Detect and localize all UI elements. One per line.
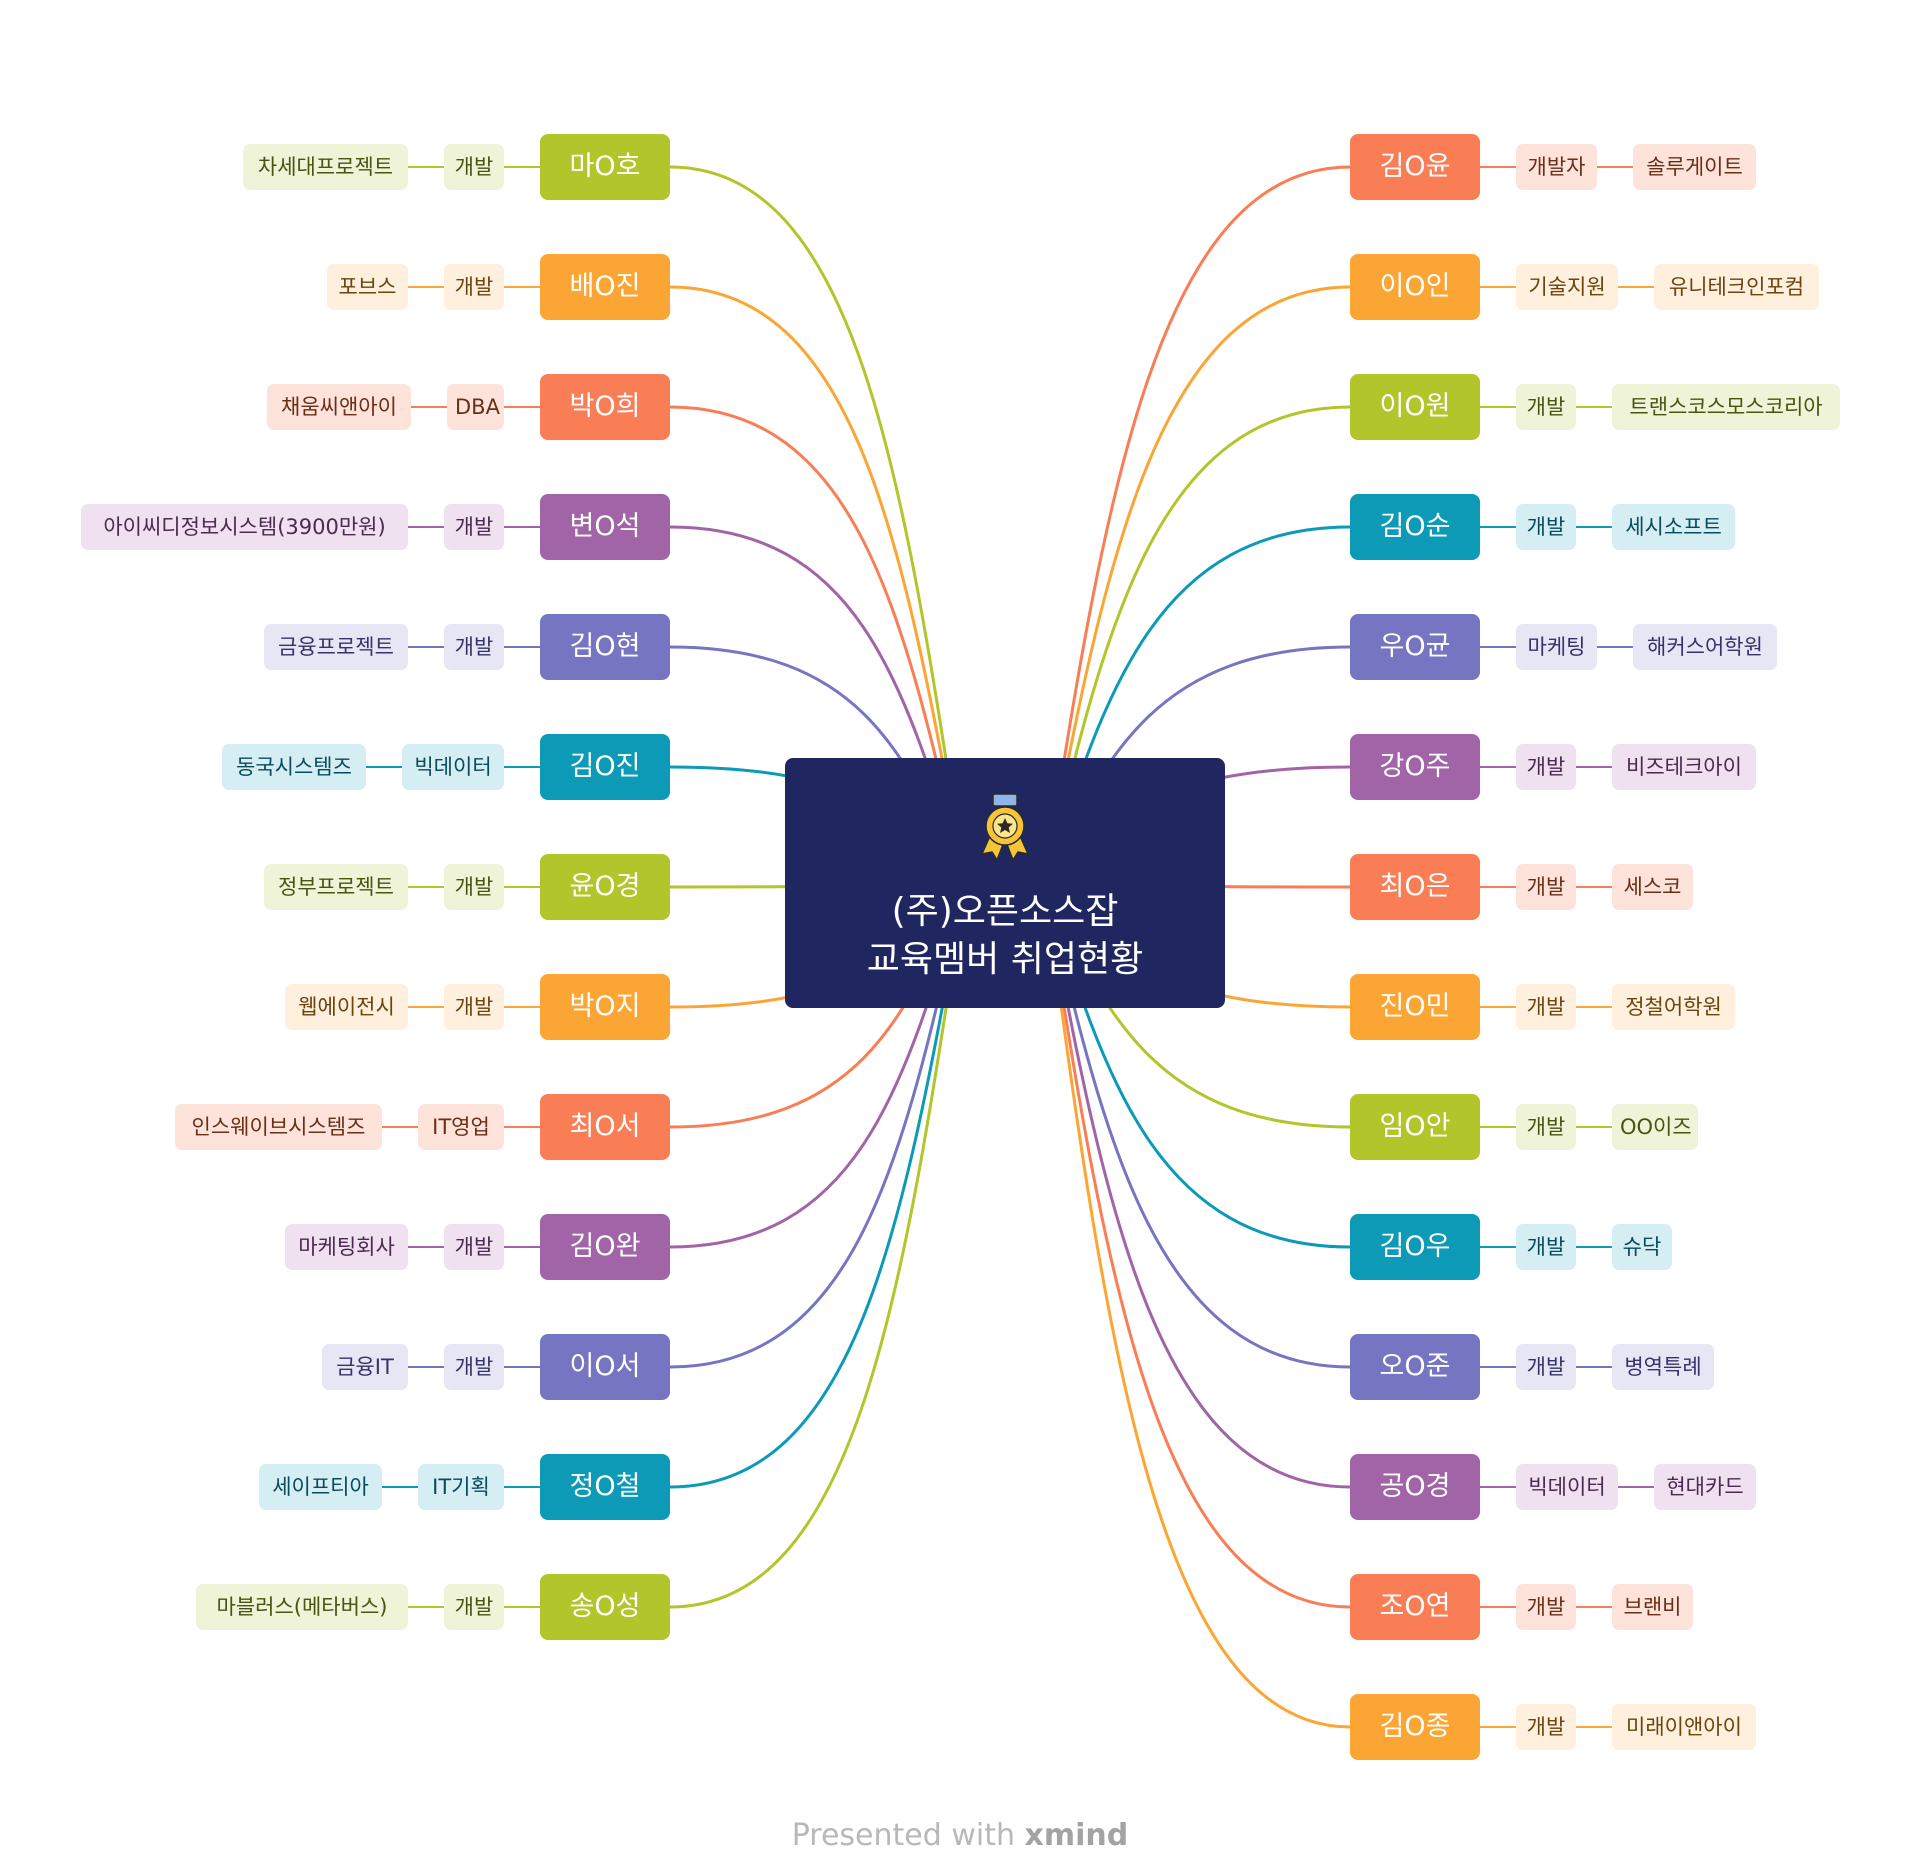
member-name-node[interactable]: 이O원 [1350, 374, 1480, 440]
footer-presented-text: Presented with [791, 1818, 1025, 1853]
member-name-node[interactable]: 진O민 [1350, 974, 1480, 1040]
company-tag[interactable]: 현대카드 [1654, 1464, 1756, 1510]
branch-line [1043, 881, 1352, 1729]
company-tag[interactable]: 정부프로젝트 [264, 864, 408, 910]
central-title-line2: 교육멤버 취업현황 [866, 939, 1144, 980]
member-name-node[interactable]: 최O서 [540, 1094, 670, 1160]
member-name-node[interactable]: 정O철 [540, 1454, 670, 1520]
company-tag[interactable]: 마케팅회사 [285, 1224, 408, 1270]
company-tag[interactable]: 동국시스템즈 [222, 744, 366, 790]
company-tag[interactable]: 금융IT [322, 1344, 408, 1390]
job-role-tag[interactable]: 개발 [444, 624, 504, 670]
job-role-tag[interactable]: 개발 [1516, 1344, 1576, 1390]
branch-line [668, 285, 967, 885]
member-name-node[interactable]: 조O연 [1350, 1574, 1480, 1640]
job-role-tag[interactable]: 개발 [1516, 384, 1576, 430]
job-role-tag[interactable]: DBA [447, 384, 504, 430]
job-role-tag[interactable]: IT기획 [418, 1464, 504, 1510]
job-role-tag[interactable]: IT영업 [418, 1104, 504, 1150]
company-tag[interactable]: 병역특례 [1612, 1344, 1714, 1390]
job-role-tag[interactable]: 개발 [444, 1584, 504, 1630]
member-name-node[interactable]: 김O현 [540, 614, 670, 680]
company-tag[interactable]: 채움씨앤아이 [267, 384, 411, 430]
company-tag[interactable]: 아이씨디정보시스템(3900만원) [81, 504, 408, 550]
company-tag[interactable]: 인스웨이브시스템즈 [175, 1104, 382, 1150]
job-role-tag[interactable]: 개발 [444, 504, 504, 550]
company-tag[interactable]: 브랜비 [1612, 1584, 1693, 1630]
member-name-node[interactable]: 마O호 [540, 134, 670, 200]
company-tag[interactable]: 웹에이전시 [285, 984, 408, 1030]
branch-line [1043, 881, 1352, 1609]
member-name-node[interactable]: 이O인 [1350, 254, 1480, 320]
branch-line [1043, 165, 1352, 885]
presented-with-xmind: Presented with xmind [0, 1818, 1920, 1853]
company-tag[interactable]: 미래이앤아이 [1612, 1704, 1756, 1750]
member-name-node[interactable]: 최O은 [1350, 854, 1480, 920]
branch-line [1043, 881, 1352, 1489]
job-role-tag[interactable]: 개발 [1516, 864, 1576, 910]
member-name-node[interactable]: 김O순 [1350, 494, 1480, 560]
member-name-node[interactable]: 김O우 [1350, 1214, 1480, 1280]
job-role-tag[interactable]: 마케팅 [1516, 624, 1597, 670]
company-tag[interactable]: 차세대프로젝트 [243, 144, 408, 190]
job-role-tag[interactable]: 빅데이터 [402, 744, 504, 790]
company-tag[interactable]: OO이즈 [1612, 1104, 1698, 1150]
xmind-logo: xmind [1024, 1818, 1129, 1853]
company-tag[interactable]: 유니테크인포컴 [1654, 264, 1819, 310]
job-role-tag[interactable]: 개발 [444, 144, 504, 190]
job-role-tag[interactable]: 빅데이터 [1516, 1464, 1618, 1510]
company-tag[interactable]: 마블러스(메타버스) [196, 1584, 408, 1630]
job-role-tag[interactable]: 개발자 [1516, 144, 1597, 190]
company-tag[interactable]: 솔루게이트 [1633, 144, 1756, 190]
job-role-tag[interactable]: 개발 [1516, 1584, 1576, 1630]
company-tag[interactable]: 트랜스코스모스코리아 [1612, 384, 1840, 430]
medal-icon [980, 793, 1030, 862]
member-name-node[interactable]: 오O준 [1350, 1334, 1480, 1400]
member-name-node[interactable]: 박O지 [540, 974, 670, 1040]
central-title-line1: (주)오픈소스잡 [891, 891, 1119, 932]
company-tag[interactable]: 비즈테크아이 [1612, 744, 1756, 790]
member-name-node[interactable]: 공O경 [1350, 1454, 1480, 1520]
job-role-tag[interactable]: 개발 [1516, 1224, 1576, 1270]
member-name-node[interactable]: 변O석 [540, 494, 670, 560]
member-name-node[interactable]: 김O종 [1350, 1694, 1480, 1760]
central-topic[interactable]: (주)오픈소스잡 교육멤버 취업현황 [785, 758, 1225, 1008]
member-name-node[interactable]: 김O윤 [1350, 134, 1480, 200]
company-tag[interactable]: 슈닥 [1612, 1224, 1672, 1270]
job-role-tag[interactable]: 개발 [444, 1344, 504, 1390]
company-tag[interactable]: 정철어학원 [1612, 984, 1735, 1030]
branch-line [1043, 285, 1352, 885]
company-tag[interactable]: 세이프티아 [259, 1464, 382, 1510]
job-role-tag[interactable]: 개발 [1516, 504, 1576, 550]
member-name-node[interactable]: 이O서 [540, 1334, 670, 1400]
job-role-tag[interactable]: 개발 [444, 984, 504, 1030]
job-role-tag[interactable]: 개발 [1516, 1704, 1576, 1750]
member-name-node[interactable]: 강O주 [1350, 734, 1480, 800]
branch-line [668, 881, 967, 1609]
company-tag[interactable]: 세시소프트 [1612, 504, 1735, 550]
job-role-tag[interactable]: 개발 [1516, 984, 1576, 1030]
member-name-node[interactable]: 윤O경 [540, 854, 670, 920]
job-role-tag[interactable]: 개발 [444, 864, 504, 910]
job-role-tag[interactable]: 개발 [444, 1224, 504, 1270]
branch-line [668, 881, 967, 1489]
branch-line [668, 165, 967, 885]
company-tag[interactable]: 포브스 [327, 264, 408, 310]
member-name-node[interactable]: 송O성 [540, 1574, 670, 1640]
member-name-node[interactable]: 김O진 [540, 734, 670, 800]
company-tag[interactable]: 해커스어학원 [1633, 624, 1777, 670]
member-name-node[interactable]: 김O완 [540, 1214, 670, 1280]
member-name-node[interactable]: 배O진 [540, 254, 670, 320]
member-name-node[interactable]: 우O균 [1350, 614, 1480, 680]
company-tag[interactable]: 세스코 [1612, 864, 1693, 910]
job-role-tag[interactable]: 개발 [1516, 1104, 1576, 1150]
member-name-node[interactable]: 임O안 [1350, 1094, 1480, 1160]
member-name-node[interactable]: 박O희 [540, 374, 670, 440]
company-tag[interactable]: 금융프로젝트 [264, 624, 408, 670]
job-role-tag[interactable]: 기술지원 [1516, 264, 1618, 310]
job-role-tag[interactable]: 개발 [1516, 744, 1576, 790]
job-role-tag[interactable]: 개발 [444, 264, 504, 310]
